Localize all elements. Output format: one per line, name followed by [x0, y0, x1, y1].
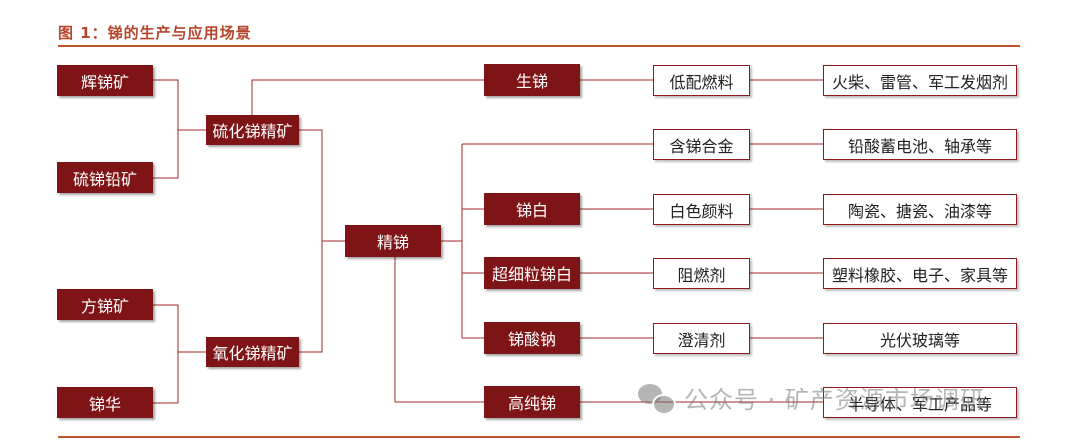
use-flame-retardant: 阻燃剂: [653, 258, 750, 289]
product-antimony-oxide: 锑白: [484, 193, 580, 225]
wechat-watermark: 公众号 · 矿产资源市场调研: [638, 380, 985, 415]
use-clarifier: 澄清剂: [653, 323, 750, 354]
app-matches-detonators: 火柴、雷管、军工发烟剂: [823, 65, 1017, 96]
app-ceramics-paint: 陶瓷、搪瓷、油漆等: [823, 194, 1017, 225]
app-batteries-bearings: 铅酸蓄电池、轴承等: [823, 129, 1017, 160]
watermark-text: 公众号 · 矿产资源市场调研: [684, 386, 985, 414]
app-plastics-electronics: 塑料橡胶、电子、家具等: [823, 258, 1017, 289]
product-crude-antimony: 生锑: [484, 64, 580, 96]
refined-antimony: 精锑: [345, 225, 441, 257]
ore-antimony-bloom: 锑华: [57, 387, 153, 418]
oxide-concentrate: 氧化锑精矿: [206, 337, 299, 367]
ore-stibnite: 辉锑矿: [57, 65, 153, 96]
product-sodium-antimonate: 锑酸钠: [484, 322, 580, 354]
ore-jamesonite: 硫锑铅矿: [57, 162, 153, 193]
use-low-fuel: 低配燃料: [653, 65, 750, 96]
app-pv-glass: 光伏玻璃等: [823, 323, 1017, 354]
app-semiconductors: 半导体、军工产品等: [823, 387, 1017, 418]
product-high-purity-antimony: 高纯锑: [484, 386, 580, 418]
figure-title: 图 1：锑的生产与应用场景: [58, 24, 252, 42]
bottom-rule: [58, 436, 1020, 438]
wechat-icon: [638, 382, 676, 415]
top-rule: [58, 45, 1020, 47]
ore-senarmontite: 方锑矿: [57, 289, 153, 320]
sulfide-concentrate: 硫化锑精矿: [206, 115, 299, 145]
product-ultrafine-antimony-oxide: 超细粒锑白: [484, 257, 580, 289]
use-alloy: 含锑合金: [653, 129, 750, 160]
use-white-pigment: 白色颜料: [653, 194, 750, 225]
